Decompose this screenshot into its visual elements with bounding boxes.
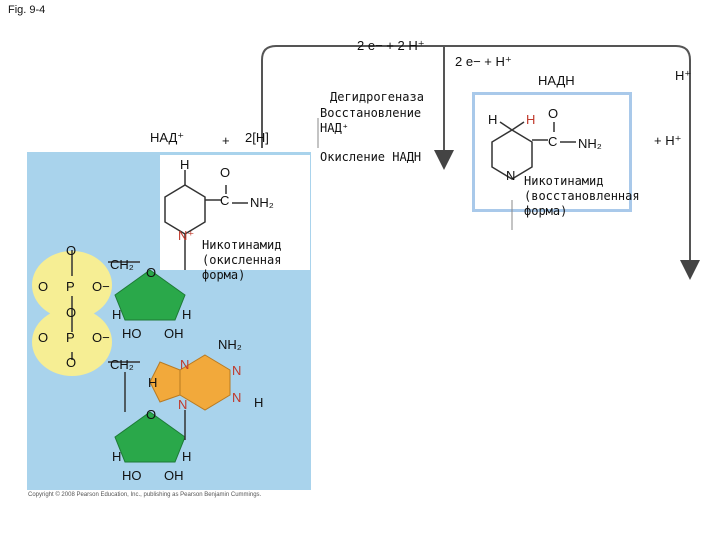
- nadh-label: НАДН: [538, 73, 575, 88]
- oxidation-label: Окисление НАДН: [320, 150, 422, 164]
- atom-n: N: [180, 357, 190, 372]
- atom-oh: OH: [164, 326, 184, 341]
- atom-n: N: [232, 390, 242, 405]
- atom-o: O: [146, 265, 157, 280]
- atom-c: C: [548, 134, 558, 149]
- figure-label: Fig. 9-4: [8, 4, 46, 16]
- nad-plus-label: НАД⁺: [150, 130, 185, 145]
- atom-o: O: [66, 305, 77, 320]
- atom-o-minus: O−: [92, 279, 110, 294]
- atom-ch2: CH₂: [110, 357, 134, 372]
- atom-h: H: [148, 375, 158, 390]
- plus-proton-label: + H⁺: [654, 133, 682, 148]
- atom-o: O: [220, 165, 231, 180]
- two-h-label: 2[H]: [245, 130, 269, 145]
- atom-ho: HO: [122, 468, 142, 483]
- atom-h: H: [488, 112, 498, 127]
- nicotinamide-red-line2: (восстановленная: [524, 189, 640, 203]
- atom-ch2: CH₂: [110, 257, 134, 272]
- atom-h: H: [254, 395, 264, 410]
- nadh-nicotinamide-box: [472, 92, 632, 212]
- atom-ho: HO: [122, 326, 142, 341]
- nicotinamide-ox-line2: (окисленная: [202, 253, 282, 267]
- atom-oh: OH: [164, 468, 184, 483]
- atom-n: N: [178, 397, 188, 412]
- proton-label: H⁺: [675, 68, 692, 83]
- atom-o: O: [66, 243, 77, 258]
- copyright-notice: Copyright © 2008 Pearson Education, Inc.…: [28, 492, 262, 498]
- atom-h: H: [526, 112, 536, 127]
- ribose-ring: [114, 269, 186, 321]
- electrons-protons-top: 2 e− + 2 H⁺: [357, 38, 425, 53]
- atom-nh2: NH₂: [578, 136, 602, 151]
- plus-sign: +: [222, 133, 230, 148]
- atom-o: O: [146, 407, 157, 422]
- atom-c: C: [220, 193, 230, 208]
- phosphate-group: [32, 308, 112, 376]
- atom-p: P: [66, 279, 75, 294]
- atom-o-minus: O−: [92, 330, 110, 345]
- nicotinamide-ox-line3: форма): [202, 268, 246, 282]
- atom-h: H: [182, 307, 192, 322]
- nicotinamide-red-line1: Никотинамид: [524, 174, 604, 188]
- phosphate-group: [32, 251, 112, 319]
- ribose-ring: [114, 411, 186, 463]
- pyridinium-ring: [164, 184, 206, 235]
- atom-o: O: [38, 330, 49, 345]
- atom-n: N: [232, 363, 242, 378]
- atom-o: O: [66, 355, 77, 370]
- nicotinamide-ox-line1: Никотинамид: [202, 238, 282, 252]
- atom-h: H: [180, 157, 190, 172]
- electron-transfer-arrow: [261, 45, 700, 280]
- atom-h: H: [112, 307, 122, 322]
- atom-nh2: NH₂: [250, 195, 274, 210]
- atom-o: O: [548, 106, 559, 121]
- atom-nh2: NH₂: [218, 337, 242, 352]
- electrons-proton-right: 2 e− + H⁺: [455, 54, 512, 69]
- atom-n: N: [506, 168, 516, 183]
- nicotinamide-red-line3: форма): [524, 204, 568, 218]
- atom-h: H: [182, 449, 192, 464]
- enzyme-name: Дегидрогеназа: [330, 90, 424, 104]
- reduction-label: Восстановление: [320, 106, 422, 120]
- reduction-nad-label: НАД⁺: [320, 121, 349, 135]
- atom-n-plus: N⁺: [178, 228, 195, 243]
- adenine-ring: [149, 361, 181, 403]
- atom-h: H: [112, 449, 122, 464]
- atom-o: O: [38, 279, 49, 294]
- atom-p: P: [66, 330, 75, 345]
- dihydropyridine-ring: [491, 129, 533, 180]
